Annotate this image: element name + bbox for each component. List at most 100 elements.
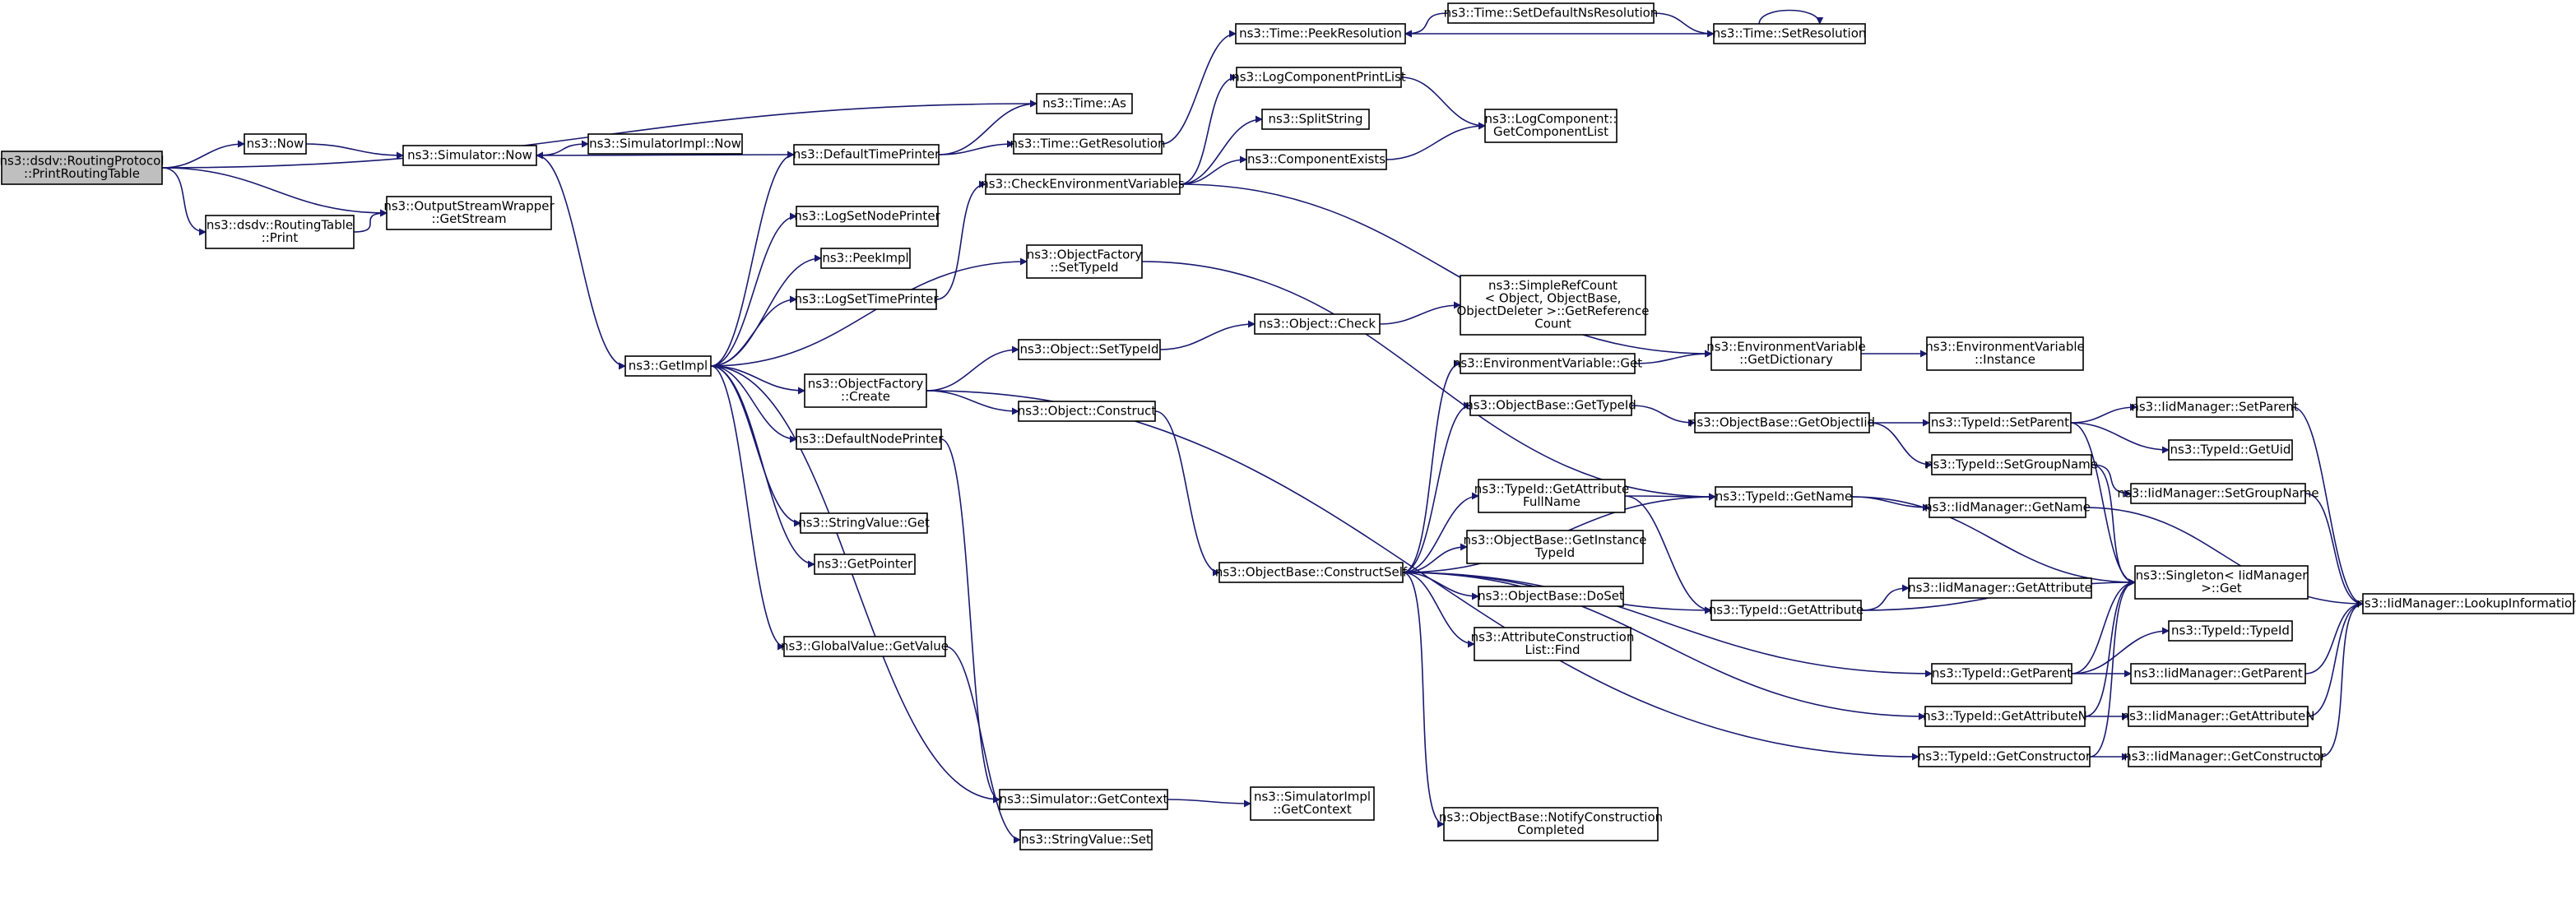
edge-typeid-setgroupname-to-singleton-get — [2091, 464, 2136, 586]
node-osw-getstream[interactable]: ns3::OutputStreamWrapper::GetStream — [383, 196, 555, 230]
node-label: < Object, ObjectBase, — [1485, 291, 1622, 306]
node-objbase-notifyconstruction[interactable]: ns3::ObjectBase::NotifyConstructionCompl… — [1439, 807, 1663, 841]
node-box — [2128, 746, 2322, 767]
node-iid-lookupinfo[interactable]: ns3::IidManager::LookupInformation — [2356, 593, 2576, 614]
node-typeid-typeid[interactable]: ns3::TypeId::TypeId — [2168, 620, 2293, 642]
node-stringvalue-get[interactable]: ns3::StringValue::Get — [798, 512, 930, 534]
node-envvar-get[interactable]: ns3::EnvironmentVariable::Get — [1453, 353, 1642, 374]
node-label: ns3::Object::Construct — [1018, 403, 1157, 418]
edge-time-setdefaultnsres-to-time-peekresolution — [1404, 12, 1449, 38]
node-split-string[interactable]: ns3::SplitString — [1261, 109, 1370, 130]
edge-iid-setparent-to-iid-lookupinfo — [2292, 406, 2364, 608]
node-iid-setgroupname[interactable]: ns3::IidManager::SetGroupName — [2117, 483, 2319, 504]
edge-time-setdefaultnsres-to-time-setresolution — [1653, 12, 1715, 38]
node-simimpl-getcontext[interactable]: ns3::SimulatorImpl::GetContext — [1250, 786, 1375, 821]
node-typeid-setparent[interactable]: ns3::TypeId::SetParent — [1929, 412, 2072, 433]
node-iid-getparent[interactable]: ns3::IidManager::GetParent — [2130, 663, 2306, 684]
node-simimpl-now[interactable]: ns3::SimulatorImpl::Now — [587, 133, 743, 155]
node-iid-setparent[interactable]: ns3::IidManager::SetParent — [2131, 396, 2299, 418]
node-box — [1013, 133, 1163, 155]
node-typeid-getattributen[interactable]: ns3::TypeId::GetAttributeN — [1923, 706, 2087, 727]
node-globalvalue-getvalue[interactable]: ns3::GlobalValue::GetValue — [781, 636, 949, 657]
node-now[interactable]: ns3::Now — [244, 133, 307, 155]
node-label: ns3::TypeId::GetConstructor — [1918, 748, 2091, 763]
node-typeid-getname[interactable]: ns3::TypeId::GetName — [1715, 486, 1853, 507]
edge-objbase-constructself-to-attrconstr-find — [1402, 572, 1475, 648]
node-typeid-getconstructor[interactable]: ns3::TypeId::GetConstructor — [1918, 746, 2091, 767]
edge-objbase-constructself-to-objbase-gettypeid — [1402, 401, 1471, 573]
node-typeid-getattribute[interactable]: ns3::TypeId::GetAttribute — [1709, 600, 1864, 621]
node-box — [1460, 353, 1636, 374]
node-objbase-gettypeid[interactable]: ns3::ObjectBase::GetTypeId — [1465, 395, 1636, 416]
node-box — [244, 133, 307, 155]
node-box — [2362, 593, 2574, 614]
node-label: ns3::LogComponentPrintList — [1232, 69, 1406, 84]
node-log-set-time-printer[interactable]: ns3::LogSetTimePrinter — [794, 289, 939, 310]
node-iid-getattribute[interactable]: ns3::IidManager::GetAttribute — [1908, 577, 2092, 599]
edge-of-create-to-object-construct — [926, 390, 1019, 415]
node-objbase-constructself[interactable]: ns3::ObjectBase::ConstructSelf — [1215, 562, 1408, 583]
node-simplerefcount[interactable]: ns3::SimpleRefCount< Object, ObjectBase,… — [1456, 275, 1650, 336]
node-label: ns3::TypeId::GetAttribute — [1474, 482, 1629, 497]
node-default-node-printer[interactable]: ns3::DefaultNodePrinter — [795, 429, 945, 450]
edge-objbase-constructself-to-typeid-getparent — [1402, 572, 1933, 678]
node-time-peekresolution[interactable]: ns3::Time::PeekResolution — [1235, 23, 1406, 44]
node-box — [1926, 336, 2084, 371]
node-getimpl[interactable]: ns3::GetImpl — [624, 355, 712, 377]
edge-check-env-vars-to-envvar-getdict — [1179, 183, 1712, 358]
node-stringvalue-set[interactable]: ns3::StringValue::Set — [1019, 829, 1153, 850]
node-time-getresolution[interactable]: ns3::Time::GetResolution — [1010, 133, 1166, 155]
node-check-env-vars[interactable]: ns3::CheckEnvironmentVariables — [981, 174, 1185, 195]
edge-getimpl-to-log-set-node-printer — [710, 212, 797, 367]
node-time-as[interactable]: ns3::Time::As — [1036, 93, 1133, 114]
node-objbase-doset[interactable]: ns3::ObjectBase::DoSet — [1478, 586, 1624, 607]
node-peek-impl[interactable]: ns3::PeekImpl — [820, 248, 911, 269]
node-root[interactable]: ns3::dsdv::RoutingProtocol::PrintRouting… — [0, 151, 164, 185]
node-of-create[interactable]: ns3::ObjectFactory::Create — [804, 373, 927, 408]
node-box — [1443, 807, 1659, 841]
node-component-exists[interactable]: ns3::ComponentExists — [1246, 149, 1387, 170]
node-label: ns3::LogSetNodePrinter — [794, 208, 940, 223]
node-sim-now[interactable]: ns3::Simulator::Now — [402, 145, 537, 166]
node-of-settypeid[interactable]: ns3::ObjectFactory::SetTypeId — [1026, 244, 1143, 279]
node-label: ns3::ComponentExists — [1247, 151, 1385, 166]
node-iid-getattributen[interactable]: ns3::IidManager::GetAttributeN — [2122, 706, 2315, 727]
node-label: ns3::TypeId::SetParent — [1931, 415, 2069, 429]
node-get-pointer[interactable]: ns3::GetPointer — [814, 554, 916, 575]
node-time-setresolution[interactable]: ns3::Time::SetResolution — [1713, 23, 1867, 44]
node-logcomp-getlist[interactable]: ns3::LogComponent::GetComponentList — [1484, 109, 1618, 143]
node-iid-getconstructor[interactable]: ns3::IidManager::GetConstructor — [2123, 746, 2327, 767]
node-default-time-printer[interactable]: ns3::DefaultTimePrinter — [793, 144, 940, 165]
node-box — [783, 636, 946, 657]
edge-typeid-getparent-to-typeid-typeid — [2071, 627, 2170, 674]
node-label: ObjectDeleter >::GetReference — [1456, 304, 1649, 318]
node-box — [793, 144, 940, 165]
node-envvar-getdict[interactable]: ns3::EnvironmentVariable::GetDictionary — [1706, 336, 1866, 371]
node-log-set-node-printer[interactable]: ns3::LogSetNodePrinter — [794, 206, 941, 227]
node-object-settypeid[interactable]: ns3::Object::SetTypeId — [1018, 339, 1161, 360]
node-logcomp-printlist[interactable]: ns3::LogComponentPrintList — [1232, 67, 1406, 88]
node-singleton-get[interactable]: ns3::Singleton< IidManager>::Get — [2134, 565, 2309, 600]
node-typeid-setgroupname[interactable]: ns3::TypeId::SetGroupName — [1925, 454, 2098, 475]
node-object-check[interactable]: ns3::Object::Check — [1254, 313, 1381, 335]
node-box — [1694, 412, 1870, 433]
node-iid-getname[interactable]: ns3::IidManager::GetName — [1924, 497, 2091, 518]
node-rt-print[interactable]: ns3::dsdv::RoutingTable::Print — [205, 215, 355, 249]
edge-typeid-getattrfullname-to-typeid-getname — [1624, 493, 1716, 501]
node-sim-getcontext[interactable]: ns3::Simulator::GetContext — [999, 789, 1168, 810]
edge-objbase-constructself-to-typeid-getattrfullname — [1402, 492, 1479, 573]
node-label: ns3::Time::As — [1042, 95, 1126, 110]
node-box — [796, 289, 937, 310]
node-envvar-instance[interactable]: ns3::EnvironmentVariable::Instance — [1925, 336, 2085, 371]
node-typeid-getuid[interactable]: ns3::TypeId::GetUid — [2168, 439, 2293, 461]
node-typeid-getparent[interactable]: ns3::TypeId::GetParent — [1931, 663, 2072, 684]
edge-envvar-get-to-envvar-getdict — [1634, 350, 1712, 364]
node-box — [2136, 396, 2294, 418]
node-label: ns3::SimulatorImpl — [1254, 790, 1371, 804]
node-objbase-getobjectiid[interactable]: ns3::ObjectBase::GetObjectIid — [1689, 412, 1875, 433]
node-time-setdefaultnsres[interactable]: ns3::Time::SetDefaultNsResolution — [1444, 2, 1659, 24]
node-object-construct[interactable]: ns3::Object::Construct — [1018, 401, 1157, 422]
